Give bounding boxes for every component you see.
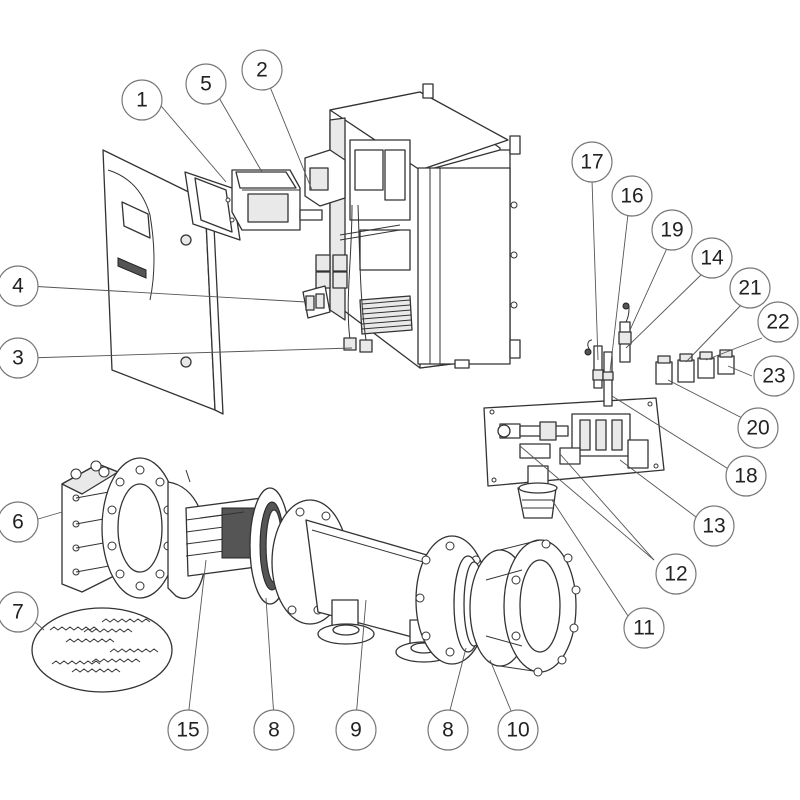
part-11-filter — [517, 465, 558, 519]
callout-label: 14 — [700, 247, 724, 270]
callout-11: 11 — [623, 607, 665, 649]
callout-label: 19 — [660, 219, 683, 242]
left-flange — [101, 457, 179, 599]
callout-9: 9 — [335, 709, 377, 751]
callout-1: 1 — [121, 79, 163, 121]
part-5-display-module — [231, 169, 301, 231]
callout-label: 11 — [633, 617, 655, 640]
callout-label: 15 — [176, 719, 199, 742]
probe-17 — [584, 339, 604, 389]
part-7-spring-set — [31, 607, 173, 693]
callout-12: 12 — [655, 553, 697, 595]
callout-label: 22 — [766, 311, 789, 334]
callout-label: 13 — [702, 515, 725, 538]
callout-6: 6 — [0, 501, 39, 543]
callout-label: 23 — [762, 365, 785, 388]
callout-21: 21 — [729, 267, 771, 309]
callout-label: 20 — [746, 417, 769, 440]
part-1-display-frame — [184, 171, 241, 241]
callout-label: 6 — [12, 511, 24, 534]
cabinet-door — [102, 149, 224, 415]
part-6-end-bracket — [61, 460, 121, 593]
callout-label: 4 — [12, 275, 24, 298]
callout-17: 17 — [571, 141, 613, 183]
control-cabinet — [315, 83, 521, 369]
sensor-panel — [483, 397, 665, 487]
callout-15: 15 — [167, 709, 209, 751]
callout-label: 2 — [256, 59, 268, 82]
probe-16 — [602, 351, 614, 407]
callout-label: 9 — [350, 719, 362, 742]
callout-4: 4 — [0, 265, 39, 307]
callout-7: 7 — [0, 591, 39, 633]
callout-label: 18 — [734, 465, 757, 488]
electrolysis-cell — [61, 457, 581, 677]
callout-3: 3 — [0, 337, 39, 379]
callout-label: 12 — [664, 563, 687, 586]
callout-label: 8 — [268, 719, 280, 742]
callout-23: 23 — [753, 355, 795, 397]
callout-18: 18 — [725, 455, 767, 497]
callout-10: 10 — [497, 709, 539, 751]
heatsink-grille — [359, 295, 413, 335]
callout-label: 7 — [12, 601, 24, 624]
part-2-board — [299, 149, 346, 221]
callout-16: 16 — [611, 175, 653, 217]
callout-label: 21 — [738, 277, 761, 300]
callout-label: 1 — [136, 89, 148, 112]
callout-8-right: 8 — [427, 709, 469, 751]
callout-label: 16 — [620, 185, 643, 208]
part-3-cable-glands — [343, 204, 373, 353]
part-10-end-cage — [469, 539, 581, 677]
callout-22: 22 — [757, 301, 799, 343]
callout-label: 17 — [580, 151, 603, 174]
callout-2: 2 — [241, 49, 283, 91]
callout-label: 8 — [442, 719, 454, 742]
callout-19: 19 — [651, 209, 693, 251]
part-4-terminal — [302, 285, 331, 319]
calibration-bottles — [655, 349, 735, 385]
probe-19 — [618, 302, 632, 363]
callout-5: 5 — [185, 63, 227, 105]
callout-20: 20 — [737, 407, 779, 449]
callout-label: 5 — [200, 73, 212, 96]
callout-14: 14 — [691, 237, 733, 279]
callout-label: 10 — [506, 719, 529, 742]
callout-label: 3 — [12, 347, 24, 370]
callout-13: 13 — [693, 505, 735, 547]
callout-8-left: 8 — [253, 709, 295, 751]
